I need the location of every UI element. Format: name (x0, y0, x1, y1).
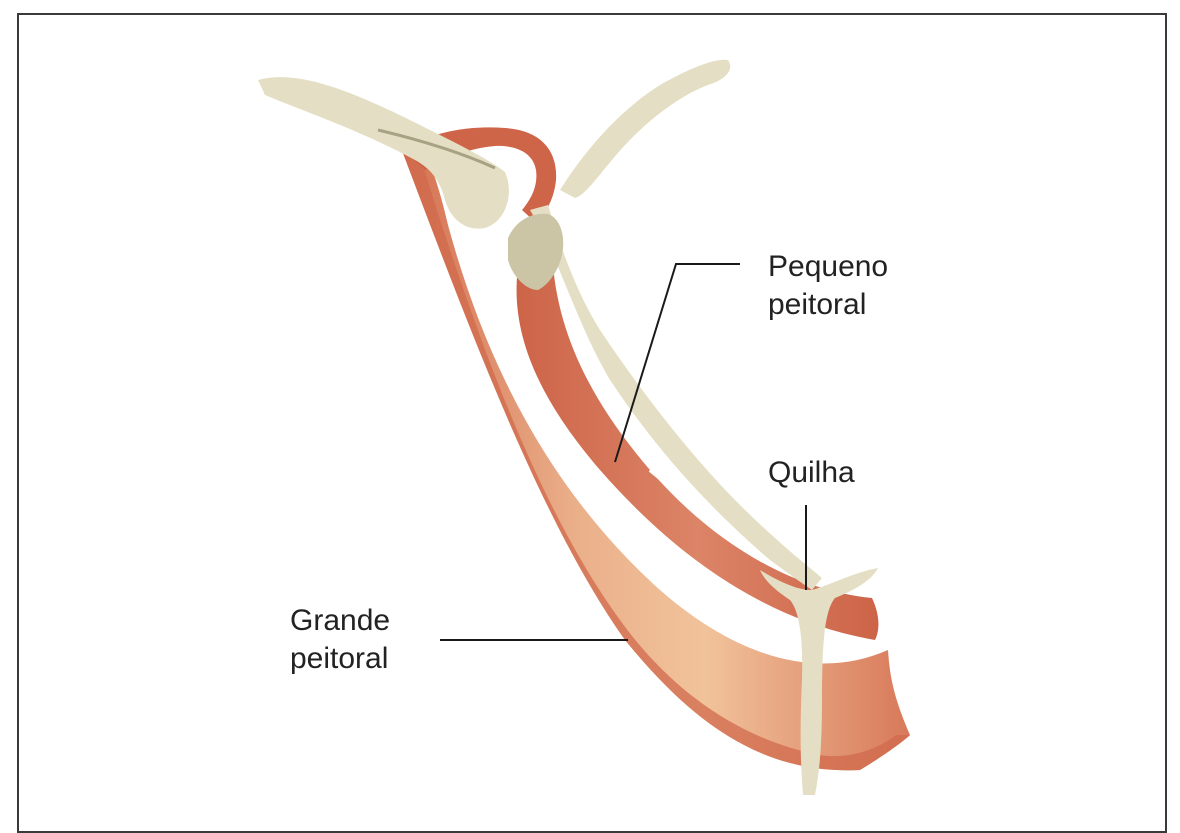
leader-line-small-pectoral (615, 264, 740, 462)
humerus-bone (258, 77, 509, 229)
label-keel: Quilha (768, 454, 855, 492)
shoulder-joint (508, 214, 563, 290)
furcula-bone (560, 60, 730, 198)
label-keel-text: Quilha (768, 454, 855, 492)
label-large-pectoral: Grande peitoral (290, 602, 390, 678)
label-large-pectoral-line2: peitoral (290, 640, 390, 678)
label-small-pectoral-line2: peitoral (768, 286, 888, 324)
label-small-pectoral: Pequeno peitoral (768, 248, 888, 324)
label-large-pectoral-line1: Grande (290, 602, 390, 640)
label-small-pectoral-line1: Pequeno (768, 248, 888, 286)
